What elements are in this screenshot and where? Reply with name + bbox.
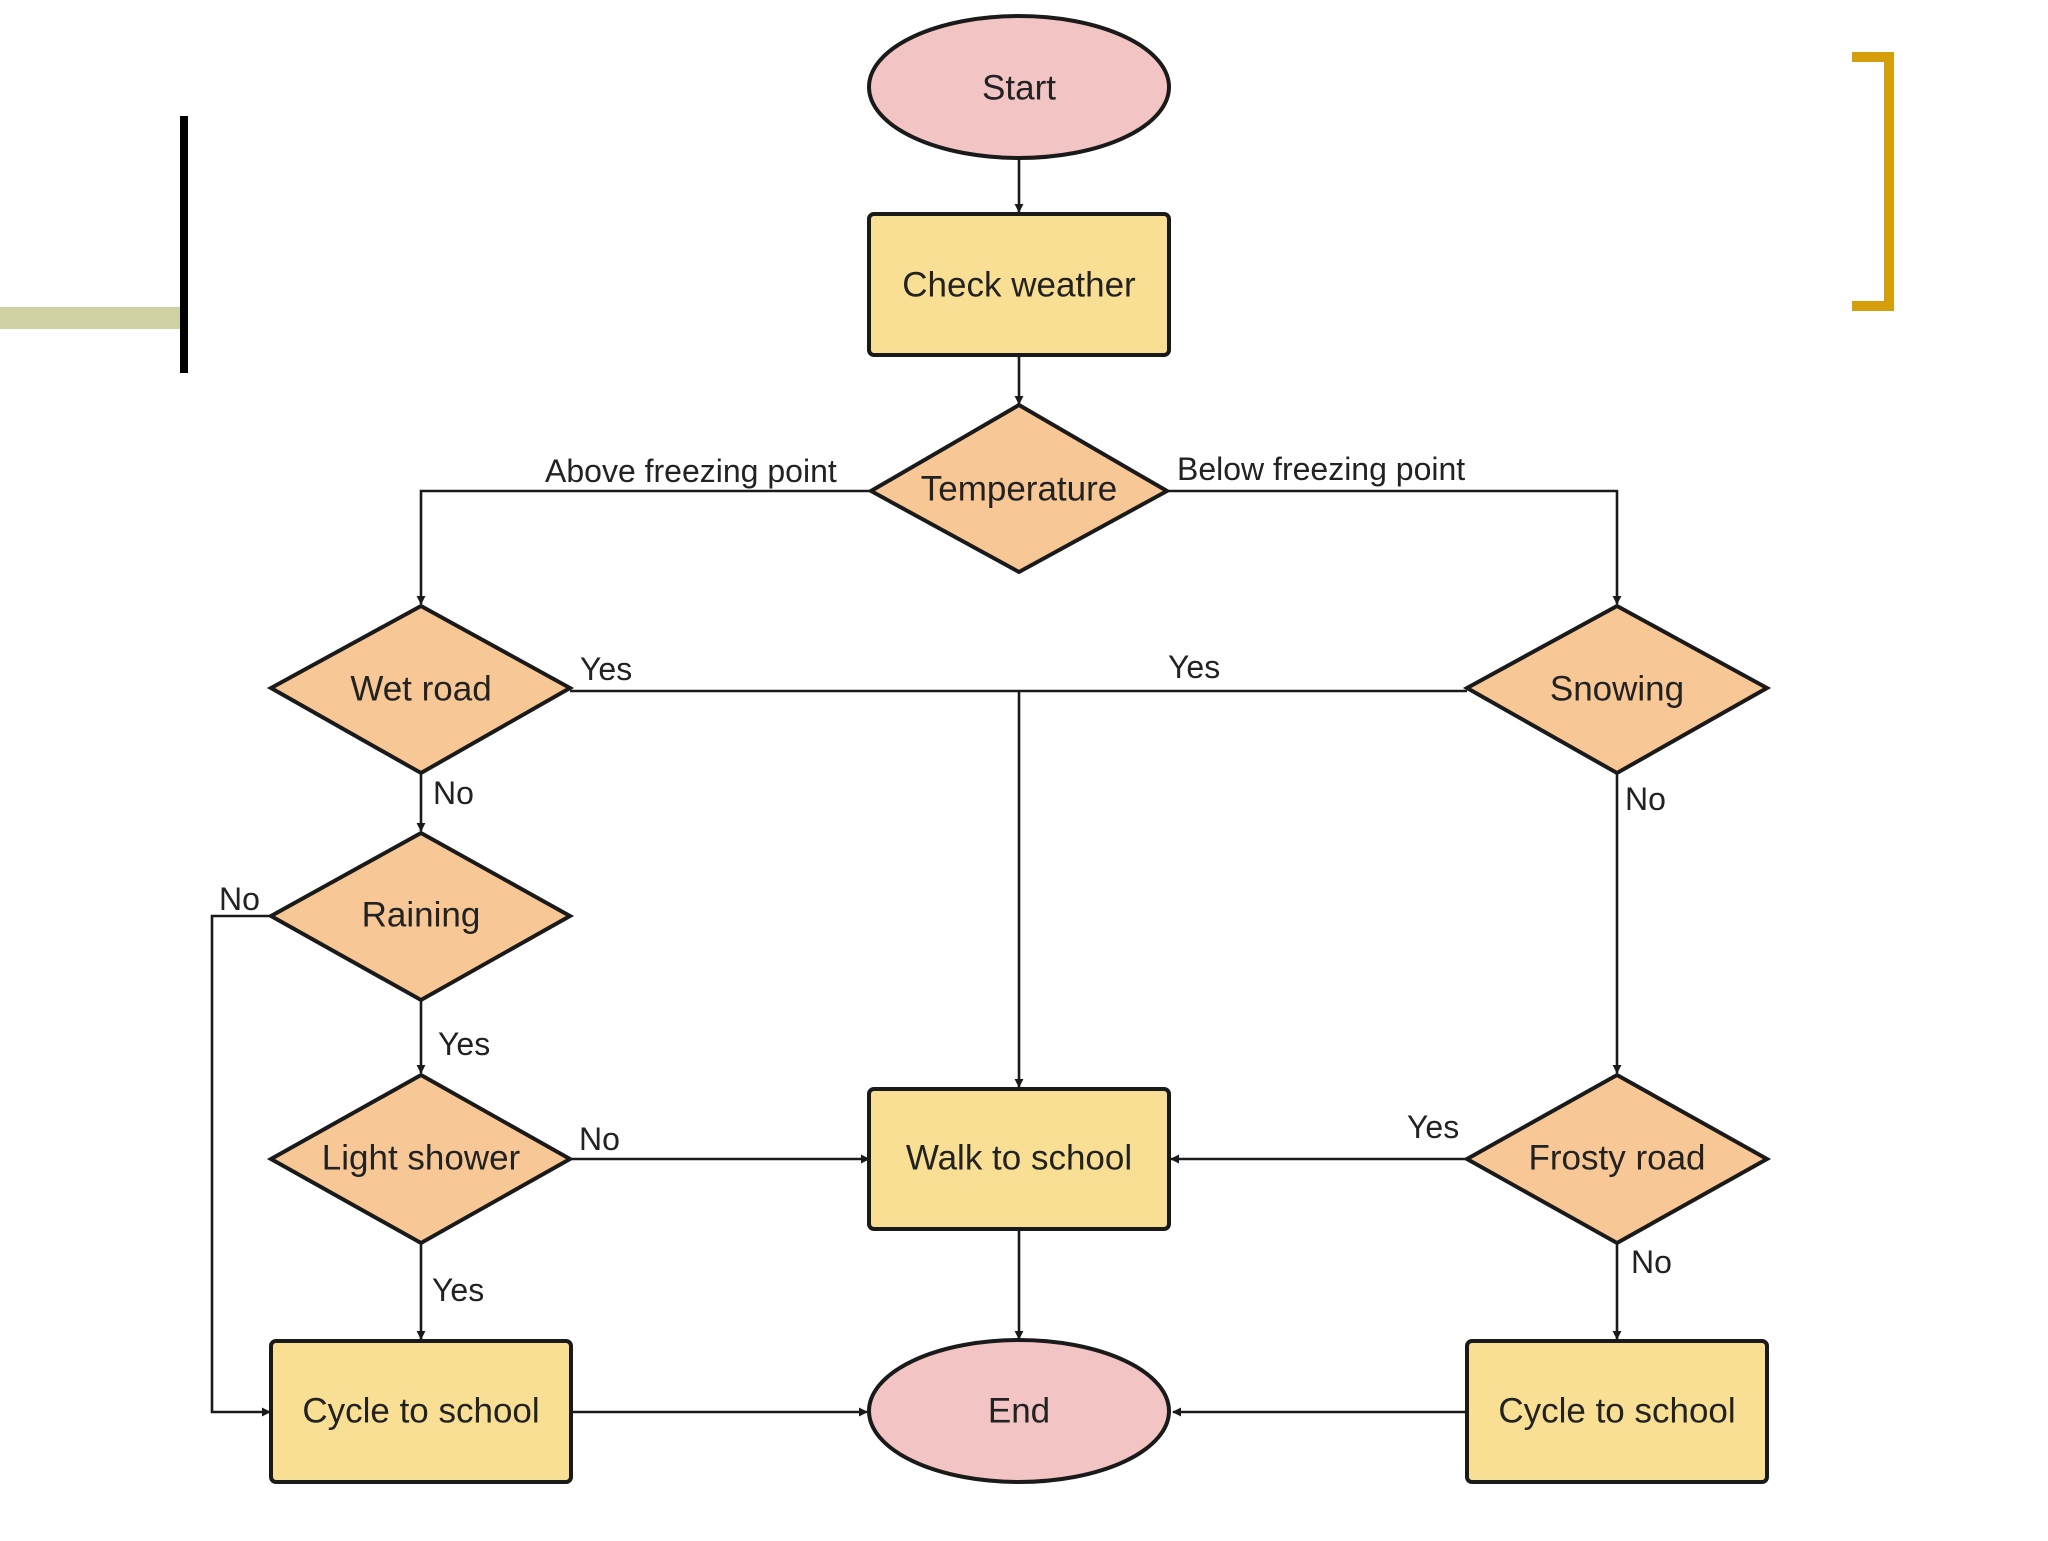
- frosty-road-decision: [1462, 1072, 1772, 1246]
- walk-to-school-box: [867, 1087, 1171, 1231]
- wet-road-label: Wet road: [350, 670, 491, 709]
- start-terminal: [867, 14, 1171, 160]
- raining-decision: [266, 830, 575, 1003]
- end-terminal: [867, 1338, 1171, 1484]
- edge-raining-no: [210, 914, 271, 1417]
- wet-road-yes-label: Yes: [580, 651, 632, 687]
- raining-yes-label: Yes: [438, 1026, 490, 1062]
- frosty-road-no-label: No: [1631, 1244, 1672, 1280]
- wet-road-decision: [266, 603, 575, 776]
- decor-gold-bracket: [1852, 52, 1894, 311]
- cycle-to-school-left-label: Cycle to school: [302, 1392, 539, 1431]
- wet-road-no-label: No: [433, 775, 474, 811]
- decor-olive-bar: [0, 307, 184, 329]
- walk-to-school-label: Walk to school: [906, 1139, 1132, 1178]
- snowing-label: Snowing: [1550, 670, 1684, 709]
- light-shower-label: Light shower: [322, 1139, 521, 1178]
- temperature-label: Temperature: [921, 470, 1117, 509]
- temperature-decision: [866, 402, 1172, 575]
- check-weather-label: Check weather: [902, 266, 1136, 305]
- raining-label: Raining: [362, 896, 481, 935]
- cycle-to-school-left-box: [269, 1339, 573, 1484]
- above-freezing-label: Above freezing point: [545, 453, 837, 489]
- cycle-to-school-right-label: Cycle to school: [1498, 1392, 1735, 1431]
- light-shower-yes-label: Yes: [432, 1272, 484, 1308]
- edge-temperature-wetroad: [416, 489, 871, 605]
- below-freezing-label: Below freezing point: [1177, 451, 1465, 487]
- edge-temperature-snowing: [1167, 489, 1622, 605]
- end-label: End: [988, 1392, 1050, 1431]
- start-label: Start: [982, 69, 1056, 108]
- snowing-decision: [1462, 603, 1772, 776]
- light-shower-decision: [266, 1072, 575, 1246]
- snowing-yes-label: Yes: [1168, 649, 1220, 685]
- light-shower-no-label: No: [579, 1121, 620, 1157]
- frosty-road-yes-label: Yes: [1407, 1109, 1459, 1145]
- snowing-no-label: No: [1625, 781, 1666, 817]
- cycle-to-school-right-box: [1465, 1339, 1769, 1484]
- check-weather-box: [867, 212, 1171, 357]
- frosty-road-label: Frosty road: [1529, 1139, 1706, 1178]
- raining-no-label: No: [219, 881, 260, 917]
